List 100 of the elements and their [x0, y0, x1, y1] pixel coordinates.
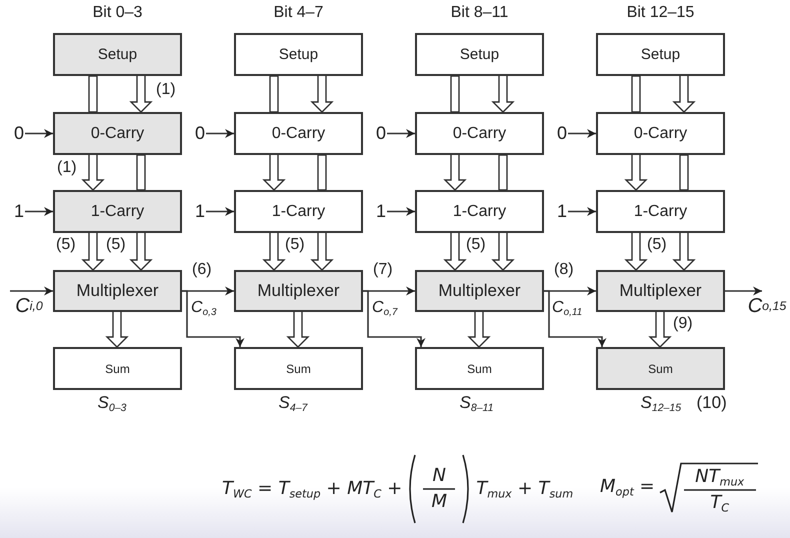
hollow-arrow	[286, 311, 310, 348]
edge-label: (8)	[554, 262, 574, 279]
arrow	[387, 129, 415, 138]
carry-block	[234, 190, 363, 233]
arrow	[25, 129, 53, 138]
hollow-arrow	[443, 154, 467, 191]
carry-block	[234, 112, 363, 155]
arrow	[363, 290, 426, 347]
carry-block	[53, 190, 182, 233]
block-label: 0-Carry	[272, 124, 326, 142]
block-label: 1-Carry	[634, 202, 688, 220]
hollow-arrow	[262, 154, 286, 191]
hollow-arrow	[624, 232, 648, 271]
edge-label: (6)	[192, 262, 212, 279]
double-line	[269, 75, 279, 113]
block-label: 0-Carry	[634, 124, 688, 142]
hollow-arrow	[310, 232, 334, 271]
setup-block	[596, 33, 725, 76]
block-label: 0-Carry	[90, 124, 144, 142]
edge-label: C$_{o,7}$	[372, 300, 398, 317]
block-label: 0-Carry	[452, 124, 506, 142]
column-heading: Bit 8–11	[450, 5, 508, 22]
block-label: Multiplexer	[619, 281, 702, 301]
block-label: Setup	[460, 46, 500, 63]
multiplexer-block	[415, 270, 544, 312]
arrow	[725, 286, 762, 296]
multiplexer-block	[234, 270, 363, 312]
hollow-arrow	[310, 75, 334, 113]
block-label: Sum	[286, 362, 311, 376]
edge-label: (7)	[373, 262, 393, 279]
hollow-arrow	[467, 311, 491, 348]
arrow	[182, 290, 244, 347]
sum-output-label: S$_{0–3}$	[98, 394, 126, 413]
block-label: Sum	[105, 362, 130, 376]
hollow-arrow	[105, 311, 129, 348]
double-line	[631, 75, 641, 113]
edge-label: (5)	[466, 237, 486, 254]
multiplexer-block	[596, 270, 725, 312]
hollow-arrow	[81, 154, 105, 191]
arrow	[568, 207, 596, 216]
block-label: Multiplexer	[76, 281, 159, 301]
column-heading: Bit 4–7	[274, 5, 324, 22]
hollow-arrow	[491, 232, 515, 271]
formula-text: T$_{C}$	[710, 492, 730, 512]
formula-text: T$_{WC}$ = T$_{setup}$ + MT$_{C}$ +	[222, 479, 402, 499]
hollow-arrow	[624, 154, 648, 191]
double-line	[317, 154, 327, 191]
hollow-arrow	[81, 232, 105, 271]
block-label: 1-Carry	[90, 202, 144, 220]
setup-block	[415, 33, 544, 76]
input-value: 0	[13, 123, 25, 143]
input-value: 1	[556, 201, 568, 221]
input-value: 0	[375, 123, 387, 143]
formula-text: N	[432, 466, 446, 486]
carry-block	[53, 112, 182, 155]
hollow-arrow	[672, 232, 696, 271]
double-line	[450, 75, 460, 113]
edge-label: (1)	[57, 160, 77, 177]
double-line	[679, 154, 689, 191]
edge-label: (1)	[156, 82, 176, 99]
column-heading: Bit 12–15	[626, 5, 694, 22]
arrow	[544, 290, 606, 347]
formula-text: NT$_{mux}$	[695, 466, 744, 486]
hollow-arrow	[672, 75, 696, 113]
hollow-arrow	[648, 311, 672, 348]
edge-label: C$_{o,3}$	[191, 300, 216, 317]
carry-block	[415, 112, 544, 155]
block-label: Setup	[278, 46, 318, 63]
input-value: 0	[556, 123, 568, 143]
hollow-arrow	[491, 75, 515, 113]
block-label: Setup	[98, 46, 138, 63]
arrow	[206, 129, 234, 138]
formula-text: M$_{opt}$ =	[600, 477, 655, 497]
block-label: 1-Carry	[272, 202, 326, 220]
edge-label: (5)	[285, 237, 305, 254]
carry-block	[596, 112, 725, 155]
sum-output-label: S$_{4–7}$	[278, 394, 308, 413]
sum-output-label: S$_{8–11}$	[460, 394, 494, 413]
double-line	[498, 154, 508, 191]
arrow	[10, 286, 53, 296]
input-value: 1	[13, 201, 25, 221]
edge-label: (5)	[106, 237, 126, 254]
arrow	[206, 207, 234, 216]
block-label: Sum	[648, 362, 673, 376]
step-number: (10)	[696, 394, 727, 413]
hollow-arrow	[129, 232, 153, 271]
input-value: 1	[375, 201, 387, 221]
edge-label: (5)	[647, 237, 667, 254]
block-label: Multiplexer	[438, 281, 521, 301]
setup-block	[234, 33, 363, 76]
block-label: 1-Carry	[452, 202, 506, 220]
formula-text: M	[431, 492, 447, 512]
block-label: Setup	[640, 46, 680, 63]
input-value: 1	[194, 201, 206, 221]
arrow	[25, 207, 53, 216]
hollow-arrow	[129, 75, 153, 113]
arrow	[387, 207, 415, 216]
input-value: 0	[194, 123, 206, 143]
carry-block	[596, 190, 725, 233]
sum-output-label: S$_{12–15}$	[640, 394, 682, 413]
